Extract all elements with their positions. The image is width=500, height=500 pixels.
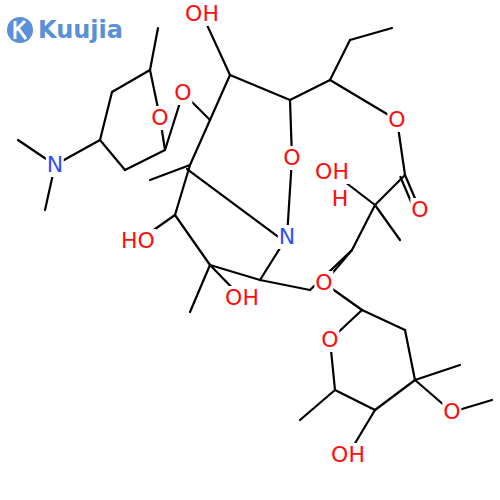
atom-label: HO xyxy=(120,229,156,253)
bond-line xyxy=(150,165,190,180)
atom-label: O xyxy=(150,106,169,130)
bond-line xyxy=(150,28,158,70)
atom-label: OH xyxy=(314,160,350,184)
watermark-text: Kuujia xyxy=(38,16,123,44)
atom-label: O xyxy=(282,146,301,170)
bond-line xyxy=(405,330,415,380)
bond-line xyxy=(330,40,350,80)
atom-label: O xyxy=(320,328,339,352)
atom-label: OH xyxy=(330,443,366,467)
bond-line xyxy=(352,205,375,250)
atom-label: O xyxy=(314,271,333,295)
bond-line xyxy=(362,310,405,330)
atom-label: OH xyxy=(224,286,260,310)
bond-line xyxy=(112,70,150,92)
bond-line xyxy=(190,265,210,312)
atom-label: N xyxy=(46,153,64,177)
bond-line xyxy=(350,28,392,40)
bond-line xyxy=(125,150,165,170)
bonds xyxy=(18,14,492,455)
bond-line xyxy=(230,75,290,100)
bond-line xyxy=(190,120,210,165)
watermark-logo xyxy=(7,17,33,43)
bond-line xyxy=(100,140,125,170)
atom-label: N xyxy=(278,225,296,249)
atom-label: OH xyxy=(184,2,220,26)
atom-label: O xyxy=(442,400,461,424)
atom-label: H xyxy=(331,187,350,211)
bond-line xyxy=(290,80,330,100)
bond-line xyxy=(300,390,335,420)
bond-line xyxy=(375,380,415,410)
bond-line xyxy=(260,280,310,290)
bond-line xyxy=(100,92,112,140)
bond-line xyxy=(210,75,230,120)
bond-line xyxy=(415,365,460,380)
atom-label: O xyxy=(387,108,406,132)
bond-line xyxy=(375,205,400,240)
atom-label: O xyxy=(410,198,429,222)
atom-label: O xyxy=(173,81,192,105)
bond-line xyxy=(335,390,375,410)
bond-line xyxy=(175,165,190,215)
bond-line xyxy=(175,215,210,265)
bond-line xyxy=(187,169,284,241)
